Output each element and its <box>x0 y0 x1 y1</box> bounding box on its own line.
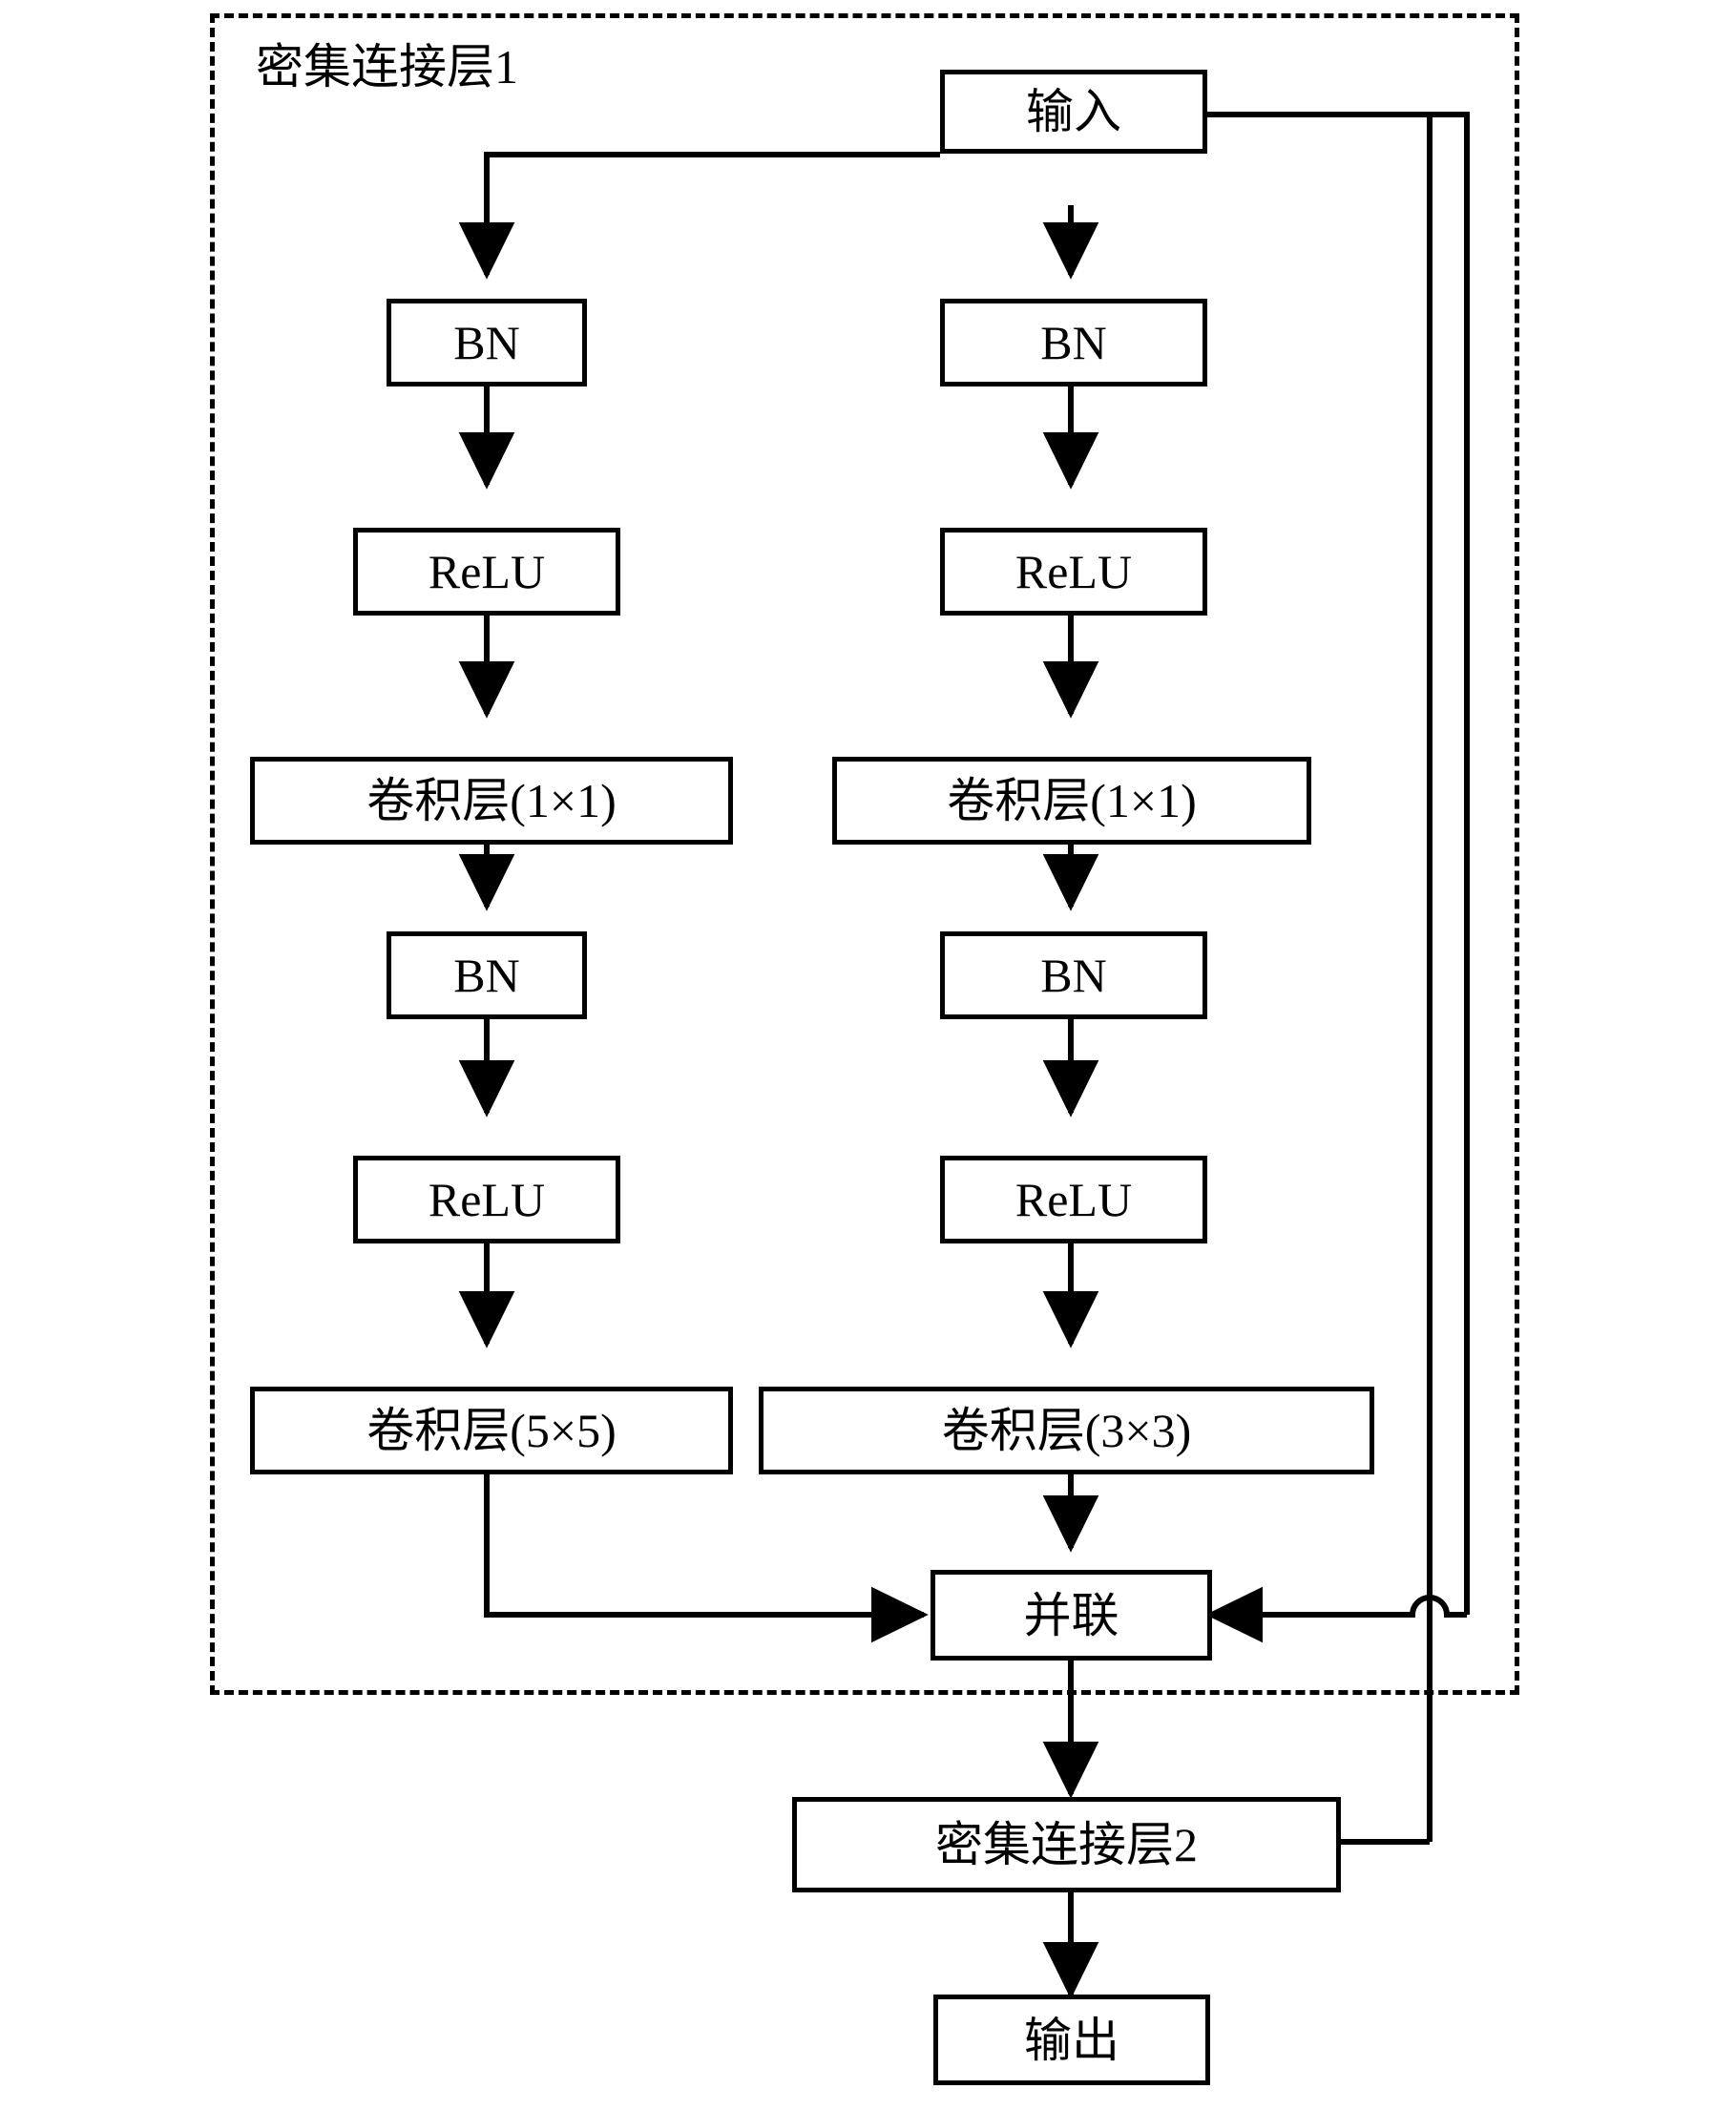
node-left-bn-1[interactable]: BN <box>387 299 587 386</box>
node-left-relu-1[interactable]: ReLU <box>353 528 620 616</box>
node-right-conv-3x3[interactable]: 卷积层(3×3) <box>759 1387 1374 1474</box>
dense-block-1-group <box>210 13 1519 1695</box>
node-right-bn-1[interactable]: BN <box>940 299 1207 386</box>
node-left-conv-1x1[interactable]: 卷积层(1×1) <box>250 757 733 845</box>
node-right-conv-1x1[interactable]: 卷积层(1×1) <box>832 757 1311 845</box>
node-output[interactable]: 输出 <box>933 1995 1210 2085</box>
node-input[interactable]: 输入 <box>940 70 1207 154</box>
node-concat[interactable]: 并联 <box>931 1570 1212 1661</box>
node-right-relu-2[interactable]: ReLU <box>940 1156 1207 1243</box>
dense-block-1-title: 密集连接层1 <box>256 40 518 94</box>
node-right-relu-1[interactable]: ReLU <box>940 528 1207 616</box>
node-left-bn-2[interactable]: BN <box>387 931 587 1019</box>
node-dense-block-2[interactable]: 密集连接层2 <box>792 1797 1341 1892</box>
node-left-conv-5x5[interactable]: 卷积层(5×5) <box>250 1387 733 1474</box>
node-right-bn-2[interactable]: BN <box>940 931 1207 1019</box>
node-left-relu-2[interactable]: ReLU <box>353 1156 620 1243</box>
